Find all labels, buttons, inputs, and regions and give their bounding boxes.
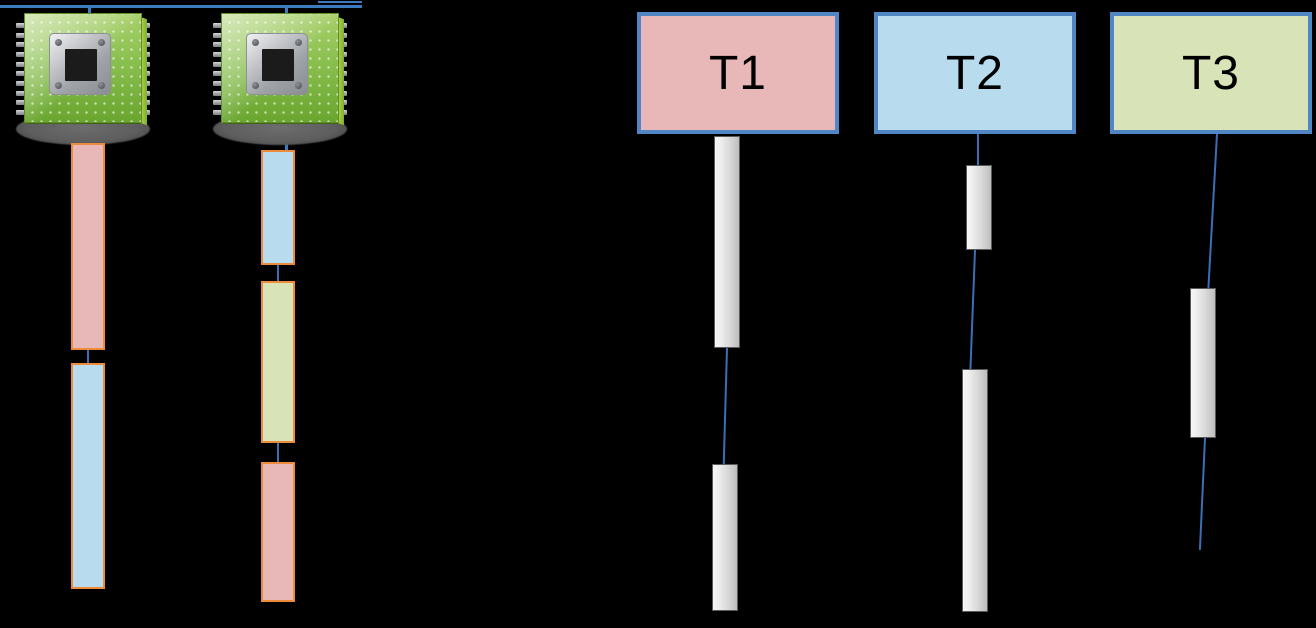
t3-head-link [1207, 133, 1218, 290]
cpu-screw-bl [252, 82, 259, 89]
t1-exec-bar-2[interactable] [712, 464, 738, 611]
t3-tail-link [1198, 437, 1206, 550]
cpu-die [262, 49, 294, 81]
cpu2-gap-line-1 [277, 265, 279, 281]
task-box-t1-label: T1 [708, 46, 767, 100]
t1-exec-bar-1[interactable] [714, 136, 740, 348]
cpu2-segment-t1[interactable] [261, 462, 295, 602]
cpu-screw-br [98, 82, 105, 89]
cpu-screw-tr [98, 39, 105, 46]
cpu-screw-br [295, 82, 302, 89]
cpu-pins-left [16, 23, 31, 115]
task-box-t1[interactable]: T1 [637, 12, 839, 134]
t2-exec-link [969, 249, 976, 372]
task-box-t2[interactable]: T2 [874, 12, 1076, 134]
cpu2-gap-line-2 [277, 443, 279, 462]
cpu-icon-1 [8, 5, 158, 145]
t2-exec-bar-2[interactable] [962, 369, 988, 612]
task-box-t2-label: T2 [945, 46, 1004, 100]
cpu-screw-tr [295, 39, 302, 46]
cpu-screw-bl [55, 82, 62, 89]
cpu-icon-2 [205, 5, 355, 145]
task-box-t3[interactable]: T3 [1110, 12, 1312, 134]
cpu-board [24, 13, 142, 123]
task-box-t3-label: T3 [1181, 46, 1240, 100]
cpu-pins-left [213, 23, 228, 115]
cpu2-segment-t3[interactable] [261, 281, 295, 443]
t2-head-link [977, 134, 979, 166]
cpu1-segment-t2[interactable] [71, 363, 105, 589]
top-bus-line [0, 5, 362, 8]
cpu-die-frame [246, 33, 308, 95]
t3-exec-bar-1[interactable] [1190, 288, 1216, 438]
cpu2-segment-t2[interactable] [261, 150, 295, 265]
cpu1-segment-t1[interactable] [71, 143, 105, 350]
top-bus-stub [318, 1, 362, 3]
t2-exec-bar-1[interactable] [966, 165, 992, 250]
cpu-die [65, 49, 97, 81]
t1-exec-link [722, 347, 728, 466]
cpu-die-frame [49, 33, 111, 95]
cpu-screw-tl [55, 39, 62, 46]
cpu-screw-tl [252, 39, 259, 46]
cpu1-segment-gap-line [87, 350, 89, 364]
